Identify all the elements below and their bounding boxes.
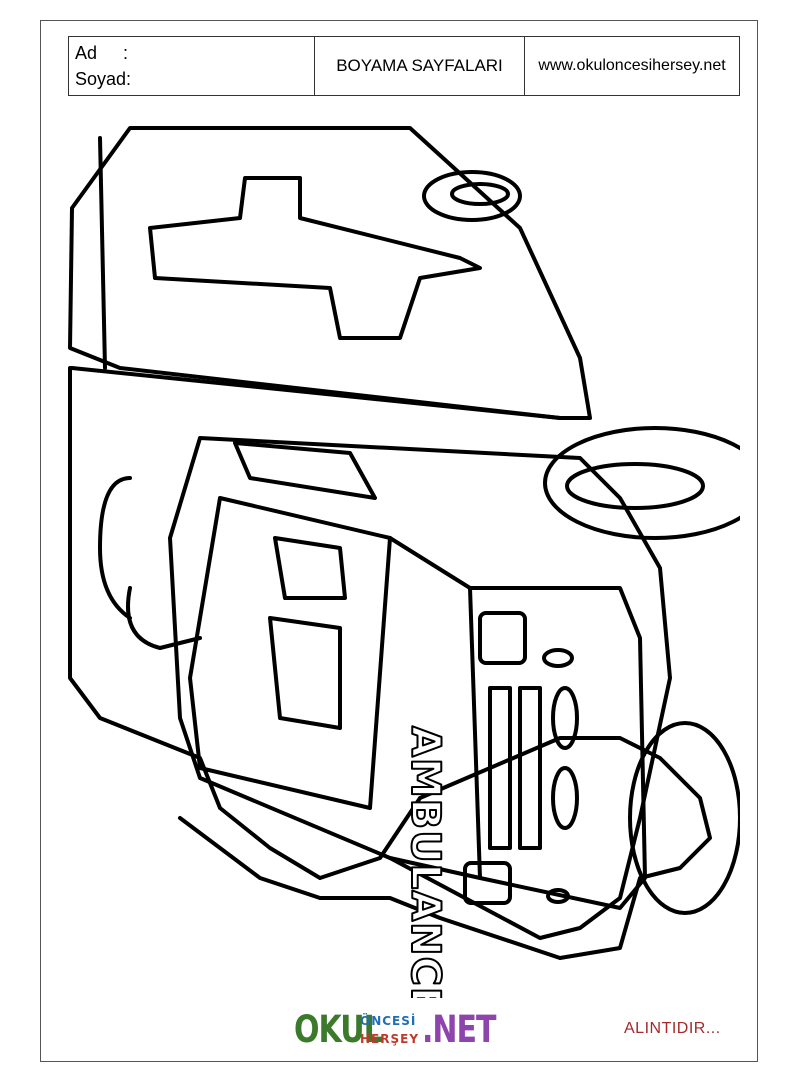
bumper [98, 476, 132, 620]
student-info-cell: Ad : Soyad: [69, 37, 315, 95]
logo-oncesi: ÖNCESİ [360, 1014, 417, 1028]
grille-slot-2 [518, 686, 542, 850]
logo-net: .NET [422, 1008, 496, 1052]
box-side-edge [98, 136, 107, 370]
medical-cross [148, 176, 482, 340]
page-title: BOYAMA SAYFALARI [315, 37, 525, 95]
logo-okul: OKUL [294, 1008, 383, 1052]
ambulance-drawing: AMBULANCE [68, 126, 740, 998]
grille-oval-3 [542, 648, 574, 668]
top-window [233, 441, 377, 500]
name-label: Ad [75, 43, 98, 63]
site-logo: OKUL ÖNCESİ HERŞEY .NET [294, 1008, 496, 1052]
lower-wheel [126, 586, 202, 650]
logo-hersey: HERŞEY [360, 1032, 420, 1046]
header-table: Ad : Soyad: BOYAMA SAYFALARI www.okulonc… [68, 36, 740, 96]
rear-wheel [543, 426, 740, 540]
side-panel [388, 536, 482, 880]
rear-wheel-hub [565, 462, 705, 510]
grille [468, 586, 647, 910]
grille-slot-1 [488, 686, 512, 850]
headlight-top [478, 611, 527, 665]
source-note: ALINTIDIR... [624, 1020, 721, 1037]
roof-light [422, 170, 522, 222]
seat-2 [268, 616, 342, 730]
headlight-bottom [463, 861, 512, 905]
page-border [40, 20, 758, 1062]
website-label: www.okuloncesihersey.net [538, 57, 726, 74]
grille-oval-2 [551, 766, 579, 830]
name-colon: : [123, 43, 129, 63]
grille-oval-1 [551, 686, 579, 750]
roof-light-inner [450, 182, 510, 206]
front-wheel [628, 721, 740, 915]
ambulance-label: AMBULANCE [402, 726, 448, 998]
ambulance-box-seam [70, 366, 562, 420]
surname-label: Soyad: [75, 69, 132, 89]
ambulance-box [68, 126, 592, 420]
seat-1 [273, 536, 347, 600]
ambulance-lower-body [68, 366, 712, 960]
windshield [188, 496, 392, 810]
grille-oval-4 [546, 888, 570, 904]
